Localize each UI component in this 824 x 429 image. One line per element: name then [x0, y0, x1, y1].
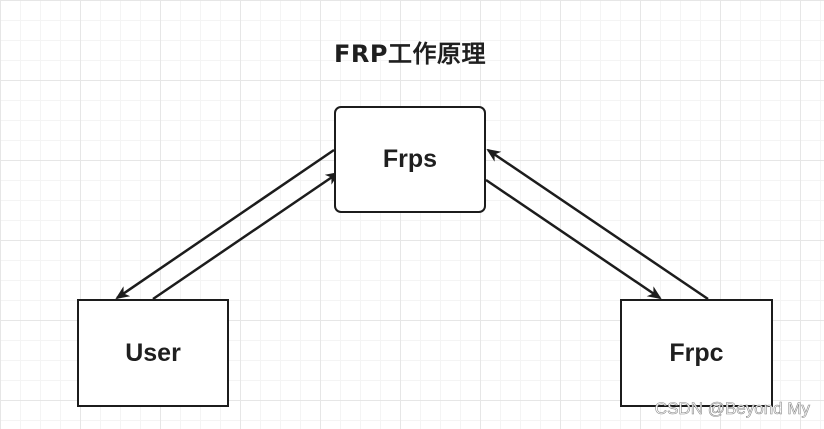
arrow-frps-to-user — [115, 148, 335, 300]
node-user: User — [77, 299, 229, 407]
arrow-frpc-to-frps — [486, 148, 709, 301]
node-frpc: Frpc — [620, 299, 773, 407]
node-frpc-label: Frpc — [669, 338, 724, 367]
node-user-label: User — [125, 338, 181, 367]
node-frps-label: Frps — [382, 145, 438, 173]
node-frps: Frps — [334, 106, 486, 213]
arrow-user-to-frps — [152, 171, 340, 301]
arrow-frps-to-frpc — [485, 178, 662, 300]
diagram-title: FRP工作原理 — [334, 40, 486, 68]
watermark: CSDN @Beyond My — [654, 399, 810, 419]
